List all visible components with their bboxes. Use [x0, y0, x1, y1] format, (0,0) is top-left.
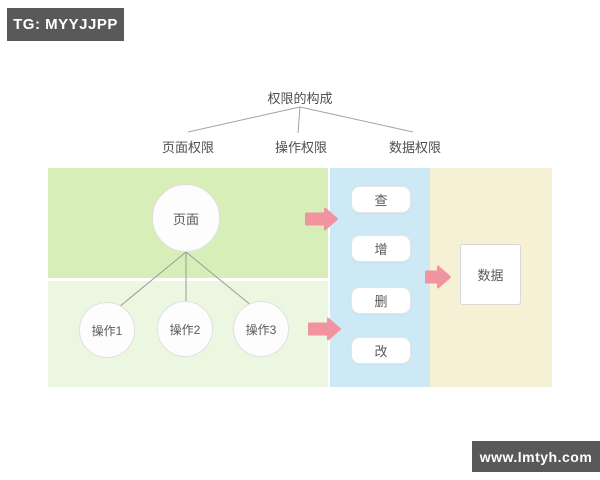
page-node: 页面 — [152, 184, 220, 252]
data-node: 数据 — [460, 244, 521, 305]
tree-root-label: 权限的构成 — [267, 91, 333, 106]
tree-child-page-permission: 页面权限 — [161, 140, 214, 155]
tree-branch-lines — [187, 106, 414, 134]
watermark-top-left: TG: MYYJJPP — [7, 8, 124, 41]
crud-box-delete: 删 — [351, 287, 411, 314]
operation-node-2: 操作2 — [157, 301, 213, 357]
watermark-bottom-right: www.lmtyh.com — [472, 441, 600, 472]
operation-node-3: 操作3 — [233, 301, 289, 357]
tree-child-operation-permission: 操作权限 — [274, 140, 327, 155]
crud-box-add: 增 — [351, 235, 411, 262]
tree-child-data-permission: 数据权限 — [388, 140, 441, 155]
operation-node-1: 操作1 — [79, 302, 135, 358]
crud-box-modify: 改 — [351, 337, 411, 364]
crud-box-query: 查 — [351, 186, 411, 213]
